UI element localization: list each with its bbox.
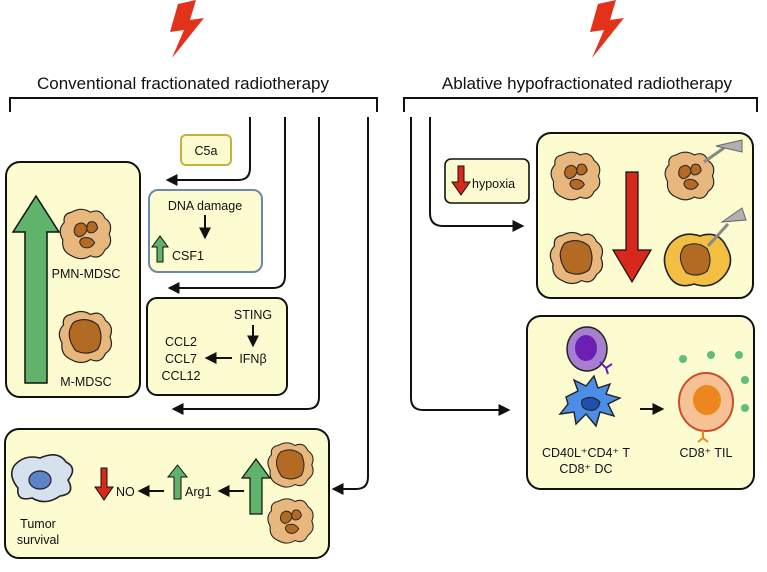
mdsc-cell-icon — [267, 442, 314, 488]
connector — [410, 117, 511, 416]
down-arrow — [611, 171, 653, 284]
up-arrow — [166, 464, 189, 500]
receptor-icon — [703, 139, 743, 164]
arg1-label: Arg1 — [185, 485, 211, 499]
lightning-bolt-icon — [170, 0, 204, 58]
hypoxia-box — [444, 158, 530, 204]
til-cell-icon — [678, 372, 734, 443]
c5a-box — [180, 134, 232, 166]
hypoxia-label: hypoxia — [472, 177, 515, 191]
connector — [171, 117, 320, 415]
right-header: Ablative hypofractionated radiotherapy — [442, 74, 733, 93]
ccl12-label: CCL12 — [162, 369, 201, 383]
dendritic-cell-icon — [558, 374, 622, 428]
up-arrow — [240, 457, 272, 515]
left-header: Conventional fractionated radiotherapy — [37, 74, 330, 93]
dna-damage-label: DNA damage — [168, 199, 242, 213]
down-arrow — [451, 165, 471, 196]
dc-label: CD8⁺ DC — [559, 462, 612, 476]
ccl7-label: CCL7 — [165, 352, 197, 366]
mdsc-cell-icon — [59, 208, 112, 260]
t-cell-icon — [566, 326, 613, 375]
left-bracket — [9, 97, 378, 112]
til-label: CD8⁺ TIL — [680, 446, 733, 460]
tumor-survival-label: Tumor — [20, 517, 56, 531]
cytokine-dot — [741, 404, 749, 412]
mdsc-cell-icon — [549, 231, 604, 285]
m-mdsc-label: M-MDSC — [60, 375, 111, 389]
down-arrow — [94, 467, 114, 501]
connector — [167, 117, 286, 294]
sting-label: STING — [234, 308, 272, 322]
cytokine-dot — [735, 351, 743, 359]
connector — [331, 117, 369, 495]
right-bracket — [403, 97, 758, 112]
mdsc-cell-icon — [267, 498, 314, 544]
cytokine-dot — [707, 351, 715, 359]
csf1-label: CSF1 — [172, 249, 204, 263]
lightning-bolt-icon — [590, 0, 624, 58]
t-cell-label: CD40L⁺CD4⁺ T — [542, 446, 630, 460]
up-arrow — [151, 235, 169, 263]
sting-box — [146, 297, 288, 396]
tumor-nucleus — [28, 470, 52, 490]
connector — [165, 117, 251, 186]
mdsc-cell-icon — [550, 151, 601, 201]
tumor-survival-label-2: survival — [17, 533, 59, 547]
cytokine-dot — [741, 376, 749, 384]
tumor-survival-box — [4, 428, 330, 559]
cell-nucleus — [679, 243, 711, 276]
ifnb-label: IFNβ — [239, 352, 266, 366]
up-arrow — [11, 194, 61, 384]
no-label: NO — [116, 485, 135, 499]
connector — [429, 117, 525, 232]
cytokine-dot — [679, 355, 687, 363]
mdsc-cell-icon — [58, 310, 113, 364]
c5a-label: C5a — [195, 144, 218, 158]
pmn-mdsc-label: PMN-MDSC — [52, 267, 121, 281]
ccl2-label: CCL2 — [165, 335, 197, 349]
receptor-icon — [706, 207, 747, 248]
